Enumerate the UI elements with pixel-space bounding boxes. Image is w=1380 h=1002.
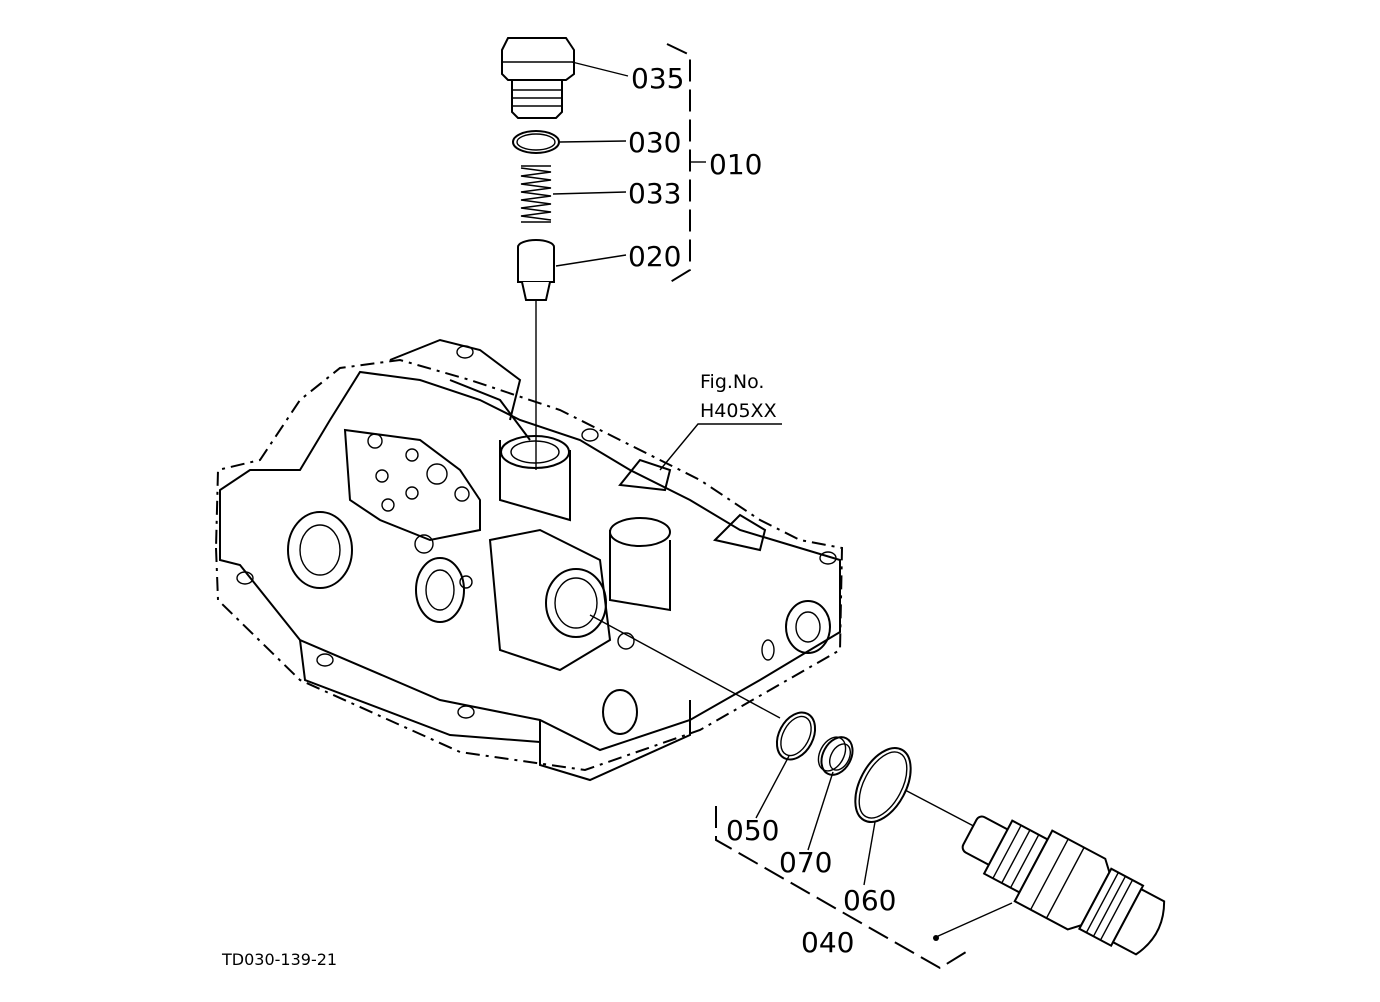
plug-035 xyxy=(501,37,575,119)
callout-030: 030 xyxy=(628,126,681,159)
callout-040: 040 xyxy=(801,926,854,959)
valve-body-housing xyxy=(214,338,844,782)
assembly-bracket-040 xyxy=(715,806,967,970)
callout-035: 035 xyxy=(631,62,684,95)
callout-020: 020 xyxy=(628,240,681,273)
o-ring-050 xyxy=(775,711,817,761)
drawing-code: TD030-139-21 xyxy=(221,950,337,969)
callout-060: 060 xyxy=(843,884,896,917)
spring-033 xyxy=(520,165,552,223)
callout-033: 033 xyxy=(628,177,681,210)
callout-070: 070 xyxy=(779,846,832,879)
poppet-020 xyxy=(517,239,555,301)
relief-valve-cartridge xyxy=(961,815,1166,956)
callout-050: 050 xyxy=(726,814,779,847)
backup-ring-070 xyxy=(817,736,854,776)
o-ring-060 xyxy=(854,747,912,823)
figure-reference-line1: Fig.No. xyxy=(700,371,764,393)
o-ring-030 xyxy=(512,130,560,154)
callout-010: 010 xyxy=(709,148,762,181)
figure-reference-line2: H405XX xyxy=(700,400,777,422)
